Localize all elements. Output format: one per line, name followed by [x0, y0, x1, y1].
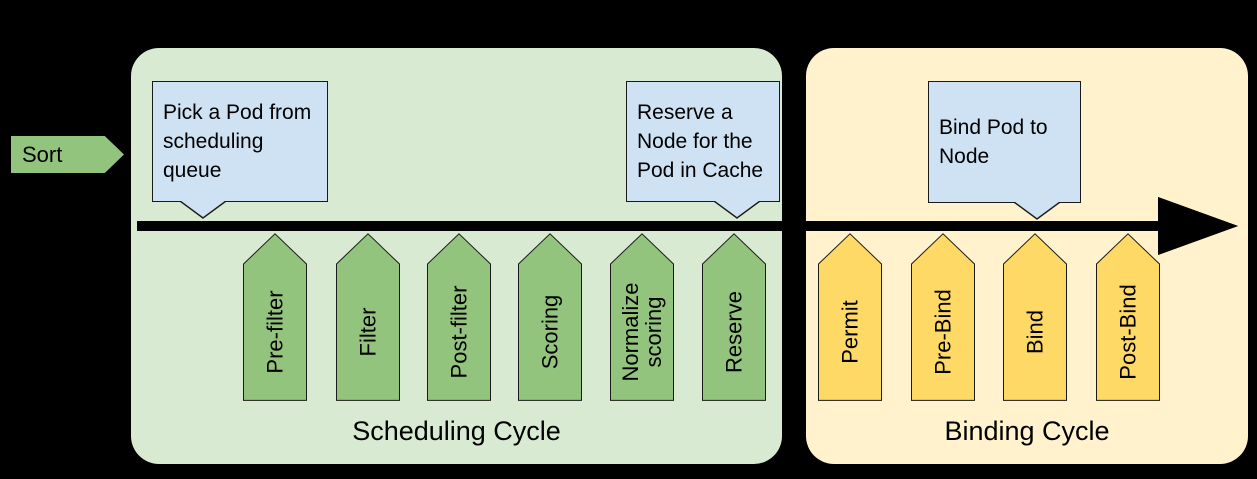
callout-line: queue	[163, 159, 222, 182]
callout-pointer-icon	[1013, 202, 1061, 220]
step-bind: Bind	[1003, 233, 1067, 401]
step-label: Bind	[1022, 309, 1048, 355]
step-reserve: Reserve	[702, 233, 766, 401]
step-label: Post-Bind	[1115, 284, 1141, 380]
sort-arrow-shape: Sort	[11, 136, 124, 173]
callout-line: Pod in Cache	[637, 159, 764, 182]
callout-pointer-icon	[713, 201, 761, 219]
pentagon-arrow-icon	[1003, 233, 1067, 401]
step-label: Post-filter	[446, 285, 472, 379]
pentagon-arrow-icon	[1096, 233, 1160, 401]
step-label: Scoring	[537, 294, 563, 370]
callout-line: Pick a Pod from	[163, 101, 312, 124]
callout-line: Node for the	[637, 130, 753, 153]
pentagon-arrow-icon	[427, 233, 491, 401]
callout-reserve-node: Reserve a Node for the Pod in Cache	[626, 81, 780, 202]
pentagon-arrow-icon	[818, 233, 882, 401]
sort-label: Sort	[22, 142, 63, 167]
callout-line: scheduling	[163, 130, 264, 153]
step-label: Reserve	[721, 291, 747, 373]
step-post-bind: Post-Bind	[1096, 233, 1160, 401]
step-label: Permit	[837, 300, 863, 364]
step-scoring: Scoring	[518, 233, 582, 401]
pentagon-arrow-icon	[610, 233, 674, 401]
timeline-arrow-icon	[137, 197, 1238, 255]
binding-cycle-title: Binding Cycle	[944, 416, 1110, 446]
pentagon-arrow-icon	[243, 233, 307, 401]
step-label: Filter	[355, 307, 381, 357]
pentagon-arrow-icon	[911, 233, 975, 401]
callout-line: Node	[939, 145, 990, 168]
callout-pick-pod: Pick a Pod from scheduling queue	[152, 81, 328, 202]
callout-bind-pod: Bind Pod to Node	[928, 81, 1081, 203]
step-label: Pre-filter	[262, 290, 288, 374]
step-label: Normalize scoring	[618, 282, 666, 382]
pentagon-arrow-icon	[518, 233, 582, 401]
pentagon-arrow-icon	[336, 233, 400, 401]
step-permit: Permit	[818, 233, 882, 401]
step-normalize-scoring: Normalize scoring	[610, 233, 674, 401]
scheduling-cycle-title: Scheduling Cycle	[352, 416, 561, 446]
step-label: Pre-Bind	[930, 289, 956, 375]
step-pre-bind: Pre-Bind	[911, 233, 975, 401]
callout-pointer-icon	[179, 201, 227, 219]
callout-line: Reserve a	[637, 101, 733, 124]
step-post-filter: Post-filter	[427, 233, 491, 401]
step-filter: Filter	[336, 233, 400, 401]
pentagon-arrow-icon	[702, 233, 766, 401]
step-pre-filter: Pre-filter	[243, 233, 307, 401]
callout-line: Bind Pod to	[939, 116, 1048, 139]
